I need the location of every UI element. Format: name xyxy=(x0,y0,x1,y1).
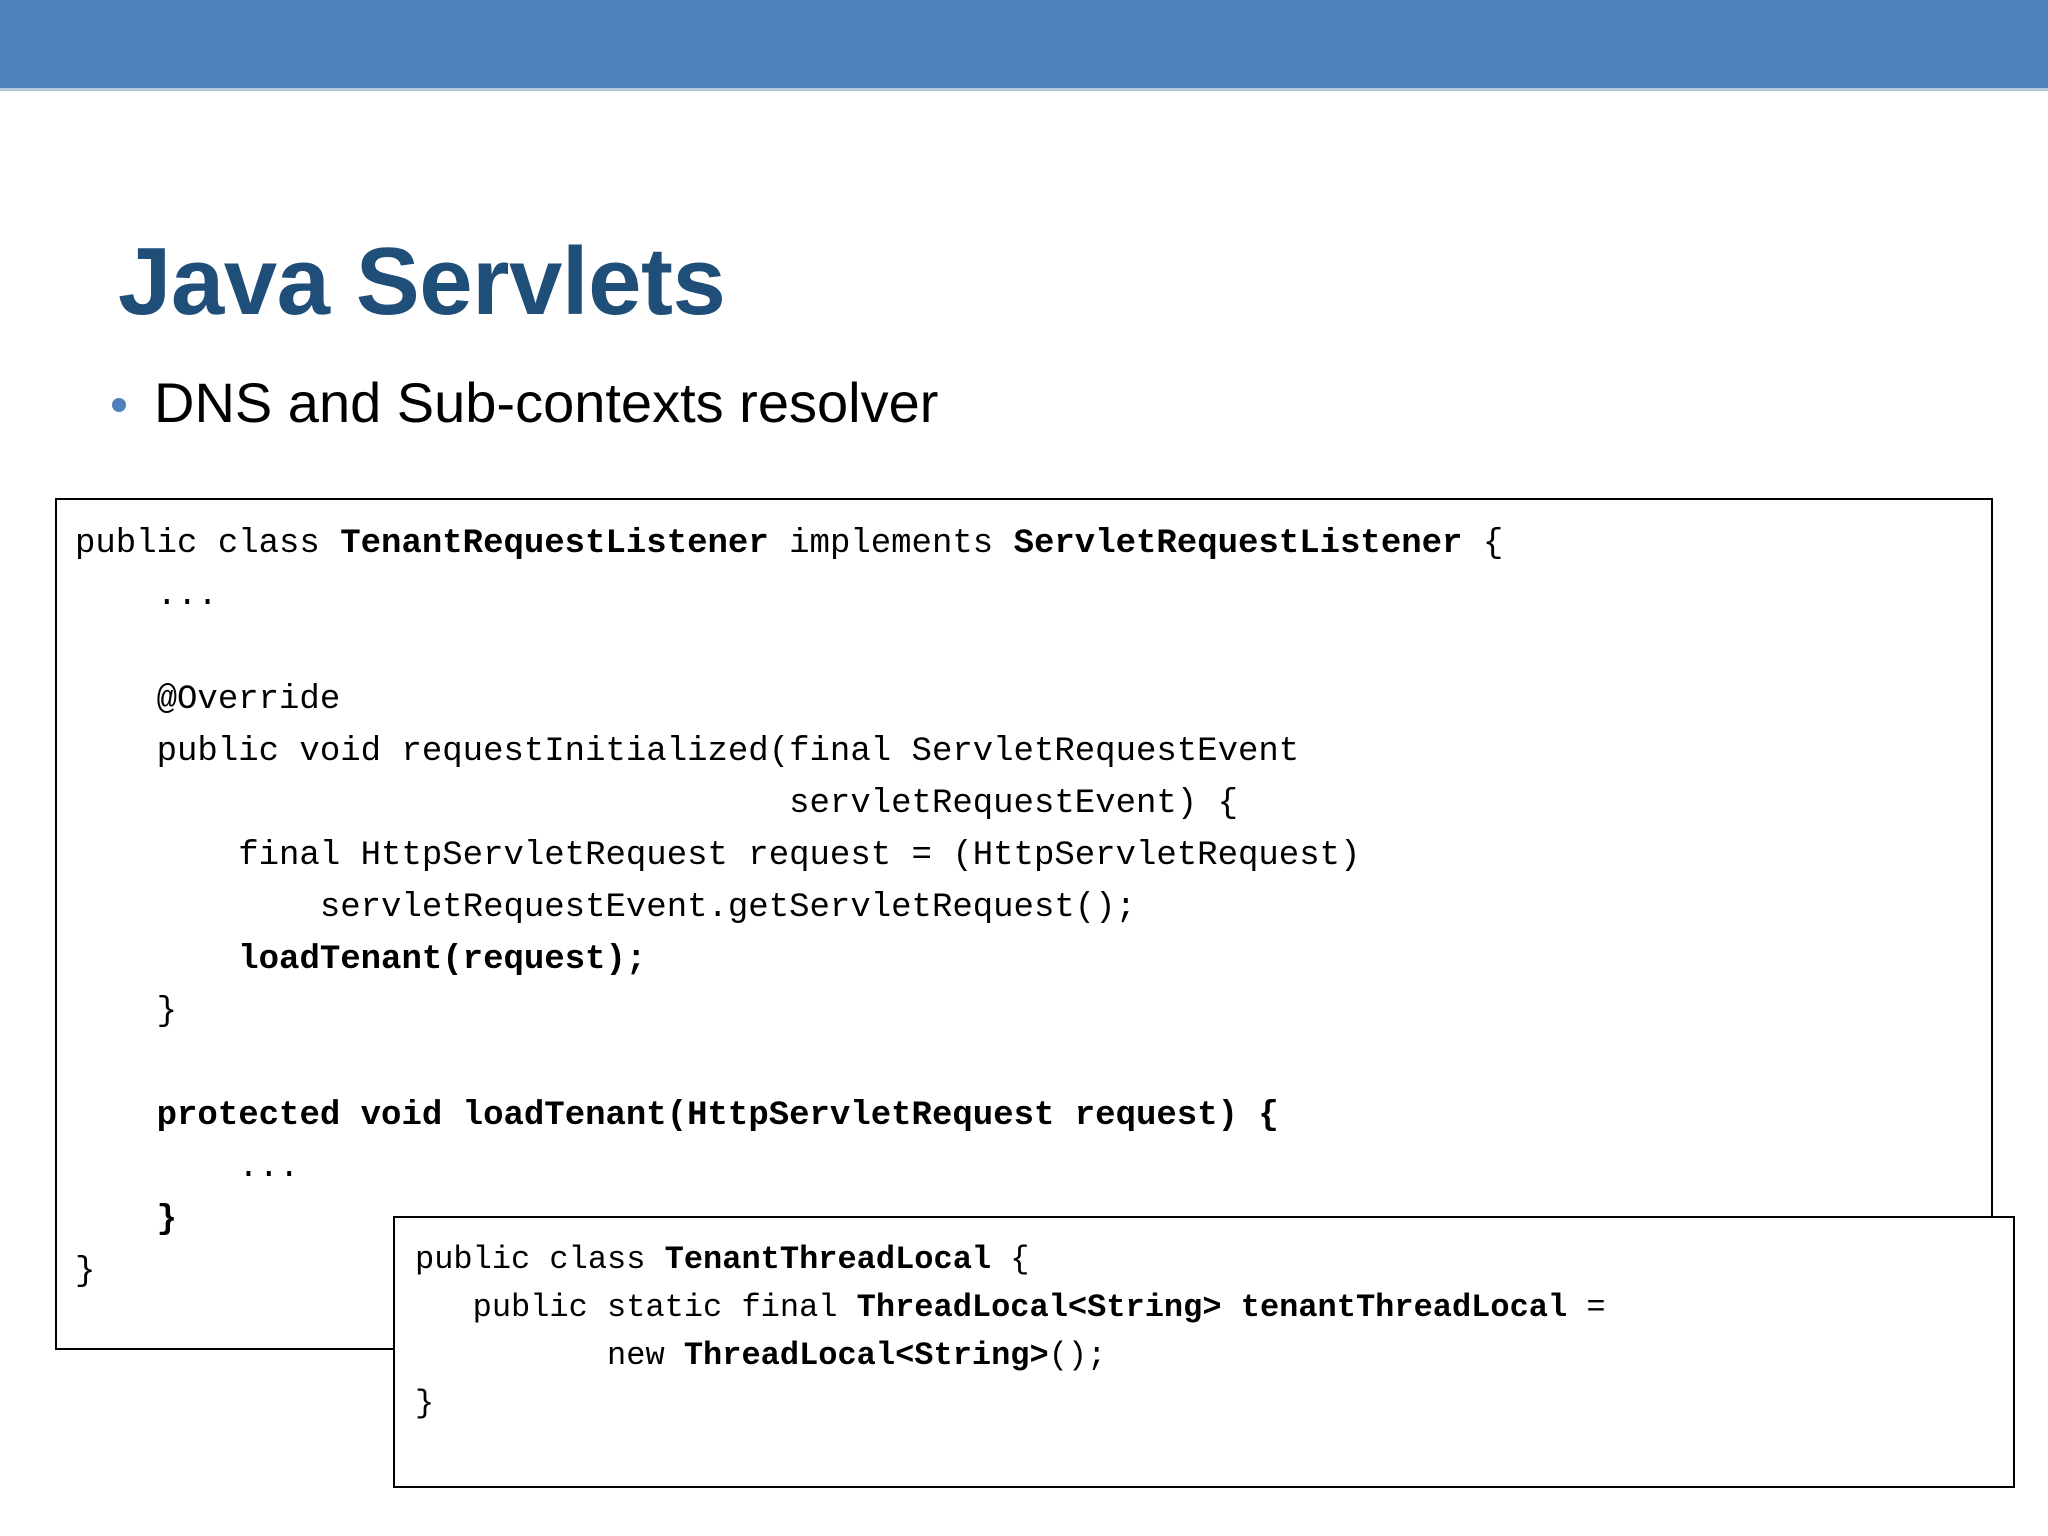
code-token: } xyxy=(75,1253,96,1291)
code-token: public void requestInitialized(final Ser… xyxy=(75,733,1300,771)
code-block-tenant-request-listener: public class TenantRequestListener imple… xyxy=(55,498,1993,1350)
page-title: Java Servlets xyxy=(118,228,726,336)
code-line: loadTenant(request); xyxy=(75,934,1991,986)
code-line: ... xyxy=(75,570,1991,622)
bullet-item-label: DNS and Sub-contexts resolver xyxy=(154,371,939,434)
code-token-bold: ServletRequestListener xyxy=(1013,525,1463,563)
code-line: final HttpServletRequest request = (Http… xyxy=(75,830,1991,882)
code-token: public static final xyxy=(415,1289,857,1326)
code-line: } xyxy=(75,1246,1991,1298)
code-line: } xyxy=(75,986,1991,1038)
code-token: public class xyxy=(415,1241,665,1278)
code-line: public class TenantRequestListener imple… xyxy=(75,518,1991,570)
code-line: } xyxy=(415,1380,2013,1428)
code-token: @Override xyxy=(75,681,341,719)
code-line: public void requestInitialized(final Ser… xyxy=(75,726,1991,778)
code-line: servletRequestEvent) { xyxy=(75,778,1991,830)
code-token: ... xyxy=(75,1149,300,1187)
code-token: servletRequestEvent.getServletRequest(); xyxy=(75,889,1136,927)
code-line xyxy=(75,1038,1991,1090)
code-token: { xyxy=(1462,525,1504,563)
code-line: public class TenantThreadLocal { xyxy=(415,1236,2013,1284)
code-line: @Override xyxy=(75,674,1991,726)
code-token: final HttpServletRequest request = (Http… xyxy=(75,837,1361,875)
code-token: implements xyxy=(768,525,1014,563)
header-accent-band-shadow xyxy=(0,88,2048,91)
code-token-bold: loadTenant(request); xyxy=(238,941,647,979)
bullet-item-dns: DNS and Sub-contexts resolver xyxy=(112,372,938,434)
code-token: { xyxy=(991,1241,1030,1278)
code-token: new xyxy=(415,1337,684,1374)
bullet-dot-icon xyxy=(112,397,126,412)
code-token-bold: } xyxy=(156,1201,178,1239)
code-line: ... xyxy=(75,1142,1991,1194)
header-accent-band xyxy=(0,0,2048,88)
code-line: new ThreadLocal<String>(); xyxy=(415,1332,2013,1380)
code-token-bold: ThreadLocal<String> xyxy=(683,1337,1049,1374)
code-token: servletRequestEvent) { xyxy=(75,785,1238,823)
code-token xyxy=(75,1097,157,1135)
code-token: } xyxy=(415,1385,435,1422)
code-line: public static final ThreadLocal<String> … xyxy=(415,1284,2013,1332)
code-token-bold: ThreadLocal<String> tenantThreadLocal xyxy=(856,1289,1568,1326)
code-line xyxy=(75,622,1991,674)
code-token: public class xyxy=(75,525,341,563)
code-token: ... xyxy=(75,577,218,615)
code-token xyxy=(75,941,238,979)
code-token: } xyxy=(75,993,178,1031)
code-token: = xyxy=(1567,1289,1606,1326)
code-token-bold: TenantThreadLocal xyxy=(664,1241,992,1278)
code-line: } xyxy=(75,1194,1991,1246)
code-token xyxy=(75,1201,157,1239)
code-token: (); xyxy=(1048,1337,1107,1374)
code-block-tenant-thread-local: public class TenantThreadLocal { public … xyxy=(393,1216,2015,1488)
code-line: protected void loadTenant(HttpServletReq… xyxy=(75,1090,1991,1142)
code-line: servletRequestEvent.getServletRequest(); xyxy=(75,882,1991,934)
code-token-bold: TenantRequestListener xyxy=(340,525,769,563)
code-token-bold: protected void loadTenant(HttpServletReq… xyxy=(156,1097,1279,1135)
